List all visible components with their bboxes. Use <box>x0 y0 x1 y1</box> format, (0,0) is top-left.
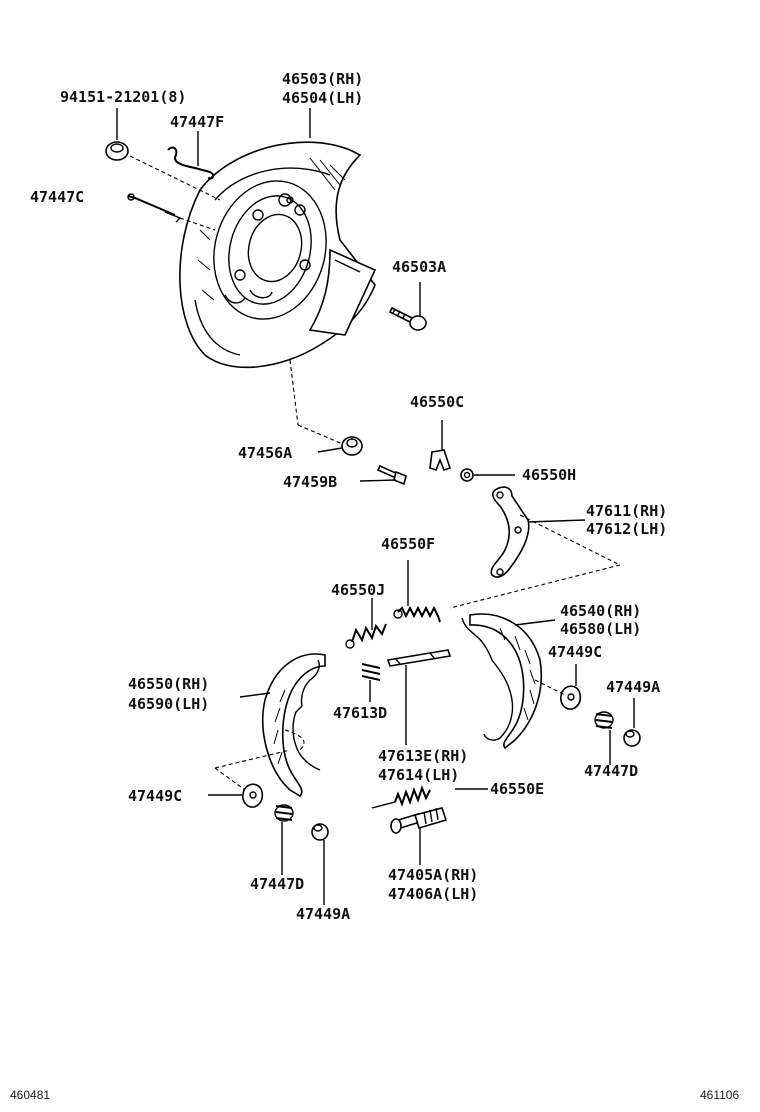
footer-right-code: 461106 <box>700 1088 740 1102</box>
clip-46550C <box>429 420 452 471</box>
label-46550-rh: 46550(RH) <box>128 675 210 693</box>
label-47456A: 47456A <box>238 444 293 462</box>
label-47449A-left: 47449A <box>296 905 351 923</box>
footer-left-code: 460481 <box>10 1088 51 1102</box>
label-47449A-right: 47449A <box>606 678 661 696</box>
label-46580-lh: 46580(LH) <box>560 620 642 638</box>
label-46550J: 46550J <box>331 581 386 599</box>
label-46550H: 46550H <box>522 466 577 484</box>
label-47406A-lh: 47406A(LH) <box>388 885 479 903</box>
spring-46550F <box>393 560 441 623</box>
brake-shoe-46540 <box>461 613 556 750</box>
label-47613D: 47613D <box>333 704 388 722</box>
label-94151: 94151-21201(8) <box>60 88 187 106</box>
label-47447D-left: 47447D <box>250 875 305 893</box>
label-47447D-right: 47447D <box>584 762 639 780</box>
label-47612-lh: 47612(LH) <box>586 520 668 538</box>
clip-47447F <box>167 131 215 180</box>
label-47614-lh: 47614(LH) <box>378 766 460 784</box>
cup-47449A-right <box>623 698 641 747</box>
cup-47449A-left <box>311 823 329 905</box>
nut-94151 <box>105 108 221 201</box>
adjuster-47405A <box>390 807 448 865</box>
dust-shield <box>308 248 377 336</box>
label-46540-rh: 46540(RH) <box>560 602 642 620</box>
washer-46550H <box>460 468 515 482</box>
spring-47447D-right <box>594 711 614 765</box>
parking-lever-47611 <box>449 486 621 609</box>
label-46550F: 46550F <box>381 535 436 553</box>
label-47447C: 47447C <box>30 188 85 206</box>
bolt-46503A <box>388 282 427 331</box>
cup-47449C-right <box>534 664 582 710</box>
spring-46550J <box>345 598 387 649</box>
label-46550E: 46550E <box>490 780 545 798</box>
bolt-47459B <box>359 464 407 486</box>
spring-47447D-left <box>274 804 294 875</box>
strut-47613E <box>386 649 452 745</box>
strut-47613D <box>361 663 381 702</box>
spring-46550E <box>371 785 488 809</box>
cup-47449C-left <box>208 783 264 808</box>
label-46504-lh: 46504(LH) <box>282 89 364 107</box>
label-46590-lh: 46590(LH) <box>128 695 210 713</box>
label-47613E-rh: 47613E(RH) <box>378 747 469 765</box>
label-47611-rh: 47611(RH) <box>586 502 668 520</box>
label-47405A-rh: 47405A(RH) <box>388 866 479 884</box>
label-47449C-left: 47449C <box>128 787 183 805</box>
label-46503-rh: 46503(RH) <box>282 70 364 88</box>
label-47449C-right: 47449C <box>548 643 603 661</box>
label-46503A: 46503A <box>392 258 447 276</box>
pin-47447C <box>127 193 216 231</box>
brake-shoe-46550 <box>214 653 326 798</box>
label-46550C: 46550C <box>410 393 465 411</box>
label-47447F: 47447F <box>170 113 225 131</box>
grommet-47456A <box>317 436 363 456</box>
label-47459B: 47459B <box>283 473 338 491</box>
